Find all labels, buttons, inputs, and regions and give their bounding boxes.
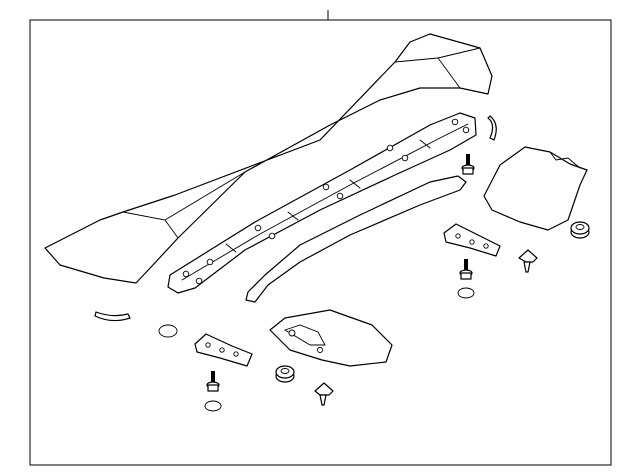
bolt-lower	[206, 371, 220, 392]
bolt-middle	[459, 259, 473, 280]
spoiler-body	[44, 33, 493, 284]
bolt-upper	[461, 154, 475, 175]
seal-arc-left	[94, 311, 131, 322]
washer-left	[158, 324, 178, 338]
diagram-frame	[29, 19, 612, 466]
washer-lower	[204, 400, 222, 412]
end-cap-left	[269, 309, 393, 367]
spoiler-seal	[245, 175, 467, 303]
mounting-bracket-right	[443, 223, 501, 257]
grommet-left	[275, 365, 295, 383]
washer-right	[457, 287, 475, 299]
grommet-right	[570, 221, 590, 239]
clip-left	[314, 382, 334, 406]
spoiler-base-plate	[167, 112, 477, 294]
clip-right	[518, 249, 538, 273]
mounting-bracket-left	[194, 333, 253, 367]
plate-holes	[182, 118, 470, 285]
end-cap-right	[483, 146, 588, 231]
seal-arc-right	[487, 115, 497, 141]
